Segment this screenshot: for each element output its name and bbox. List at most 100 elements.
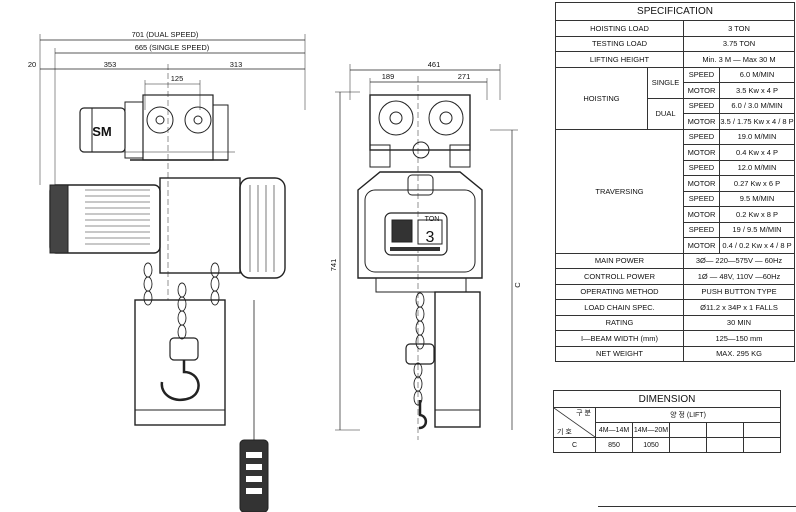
table-row: 구 분 기 호 양 정 (LIFT) (553, 407, 782, 438)
table-row: MOTOR 0.4 Kw x 4 P (556, 144, 795, 161)
dimension-lift-header: 양 정 (LIFT) (594, 407, 782, 423)
spec-value: 0.27 Kw x 6 P (719, 175, 795, 192)
spec-value: Min. 3 M — Max 30 M (683, 51, 795, 68)
dimension-row-label: C (553, 437, 596, 453)
spec-key: SPEED (683, 128, 720, 145)
spec-label: HOISTING LOAD (555, 20, 684, 37)
spec-label: NET WEIGHT (555, 345, 684, 362)
dim-c: C (513, 282, 522, 288)
spec-value: 125—150 mm (683, 330, 795, 347)
table-row: OPERATING METHOD PUSH BUTTON TYPE (555, 283, 795, 300)
spec-value: 6.0 M/MIN (719, 66, 795, 83)
dimension-title: DIMENSION (552, 390, 782, 408)
spec-key: SPEED (683, 159, 720, 176)
spec-label: HOISTING (555, 66, 648, 130)
dim-right-part: 313 (230, 60, 243, 69)
spec-label: CONTROLL POWER (555, 268, 684, 285)
spec-value: 1Ø — 48V, 110V —60Hz (683, 268, 795, 285)
capacity-value: 3 (426, 229, 435, 246)
table-row: CONTROLL POWER 1Ø — 48V, 110V —60Hz (555, 268, 795, 285)
spec-value: 0.4 Kw x 4 P (719, 144, 795, 161)
front-hook-block (405, 343, 435, 365)
spec-key: SPEED (683, 190, 720, 207)
spec-value: 12.0 M/MIN (719, 159, 795, 176)
dimension-value: 1050 (632, 437, 670, 453)
table-row: MAIN POWER 3Ø— 220—575V — 60Hz (555, 252, 795, 269)
dim-single-speed: 665 (SINGLE SPEED) (135, 43, 210, 52)
table-row: TRAVERSING SPEED 19.0 M/MIN (555, 128, 795, 254)
hook-block (169, 337, 199, 361)
dim-dual-speed: 701 (DUAL SPEED) (132, 30, 199, 39)
spec-value: 30 MIN (683, 314, 795, 331)
spec-value: PUSH BUTTON TYPE (683, 283, 795, 300)
technical-drawing: 701 (DUAL SPEED) 665 (SINGLE SPEED) 20 3… (28, 30, 522, 512)
hook (160, 360, 200, 402)
specification-table: SPECIFICATION HOISTING LOAD 3 TON TESTIN… (555, 2, 795, 362)
dimension-value (669, 437, 707, 453)
dimension-value (742, 437, 782, 453)
spec-label: TESTING LOAD (555, 35, 684, 52)
side-view (39, 34, 306, 512)
dimension-table: DIMENSION 구 분 기 호 양 정 (LIFT) 4M—14M 14M—… (552, 390, 782, 453)
chain-bucket (134, 299, 226, 426)
spec-value: 3.75 TON (683, 35, 795, 52)
dim-left-part: 353 (104, 60, 117, 69)
spec-value: 19.0 M/MIN (719, 128, 795, 145)
capacity-label: TON (425, 216, 440, 223)
dimension-column: 14M—20M (632, 422, 670, 438)
table-row: LOAD CHAIN SPEC. Ø11.2 x 34P x 1 FALLS (555, 299, 795, 316)
dimension-column (669, 422, 707, 438)
dimension-giho: 기 호 (557, 429, 572, 436)
spec-value: Ø11.2 x 34P x 1 FALLS (683, 299, 795, 316)
motor-logo: SM (92, 124, 112, 139)
dim-left-width: 189 (382, 72, 395, 81)
spec-value: 19 / 9.5 M/MIN (719, 221, 795, 238)
front-chains (413, 292, 425, 406)
front-view (335, 64, 518, 440)
spec-label: RATING (555, 314, 684, 331)
capacity-plate (384, 212, 448, 256)
dimension-column: 4M—14M (595, 422, 633, 438)
dim-total-width: 461 (428, 60, 441, 69)
spec-label: LIFTING HEIGHT (555, 51, 684, 68)
hoist-body (159, 177, 241, 274)
spec-key: SPEED (683, 66, 720, 83)
table-row: I—BEAM WIDTH (mm) 125—150 mm (555, 330, 795, 347)
spec-key: MOTOR (683, 175, 720, 192)
front-trolley (369, 94, 471, 151)
spec-key: SPEED (683, 221, 720, 238)
table-row: SPEED 12.0 M/MIN (556, 159, 795, 176)
spec-key: MOTOR (683, 237, 720, 254)
spec-sublabel: SINGLE (647, 66, 684, 99)
spec-value: 3.5 Kw x 4 P (719, 82, 795, 99)
table-row: HOISTING SINGLE SPEED 6.0 M/MIN (555, 66, 795, 130)
spec-key: MOTOR (683, 82, 720, 99)
spec-key: MOTOR (683, 206, 720, 223)
table-row: TESTING LOAD 3.75 TON (555, 35, 795, 52)
bottom-rule (598, 506, 796, 507)
spec-label: LOAD CHAIN SPEC. (555, 299, 684, 316)
dimension-value: 850 (595, 437, 633, 453)
spec-value: 3.5 / 1.75 Kw x 4 / 8 P (719, 113, 795, 130)
spec-label: TRAVERSING (555, 128, 684, 254)
spec-value: MAX. 295 KG (683, 345, 795, 362)
dim-right-width: 271 (458, 72, 471, 81)
table-row: LIFTING HEIGHT Min. 3 M — Max 30 M (555, 51, 795, 68)
spec-value: 6.0 / 3.0 M/MIN (719, 97, 795, 114)
front-chain-bucket (434, 291, 481, 428)
side-chains (143, 262, 220, 340)
dimension-column (706, 422, 744, 438)
table-row: SPEED 9.5 M/MIN (556, 190, 795, 207)
spec-key: SPEED (683, 97, 720, 114)
trolley-frame (142, 94, 214, 161)
dimension-corner-cell: 구 분 기 호 (553, 407, 596, 438)
dim-center: 125 (171, 74, 184, 83)
table-row: HOISTING LOAD 3 TON (555, 20, 795, 37)
spec-value: 0.2 Kw x 8 P (719, 206, 795, 223)
spec-label: OPERATING METHOD (555, 283, 684, 300)
spec-key: MOTOR (683, 113, 720, 130)
dimension-column (742, 422, 782, 438)
dimension-gubun: 구 분 (576, 410, 591, 417)
table-row: RATING 30 MIN (555, 314, 795, 331)
spec-key: MOTOR (683, 144, 720, 161)
